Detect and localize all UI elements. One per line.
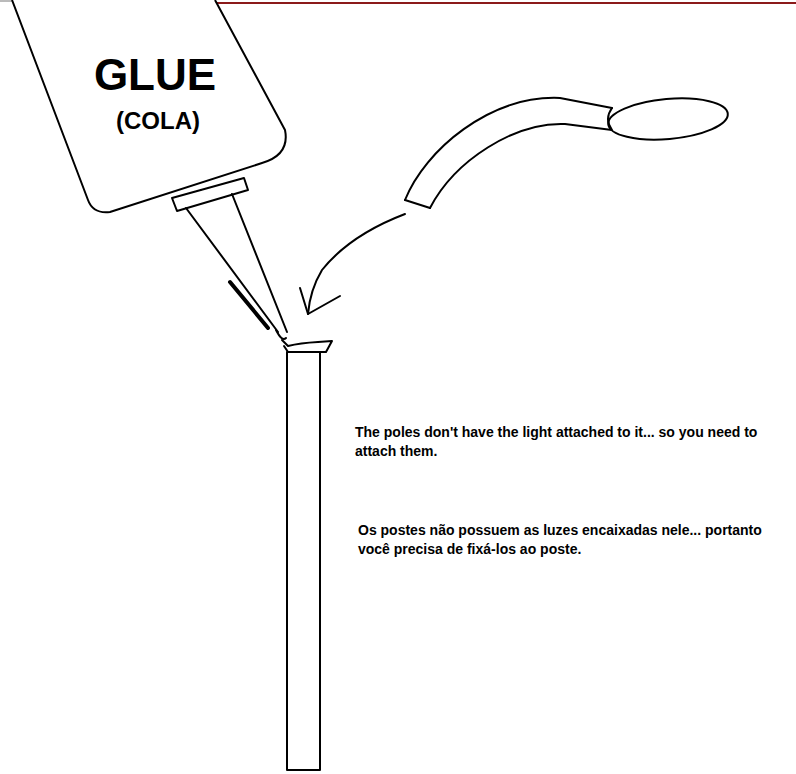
bottle-title: GLUE <box>94 50 216 100</box>
lamp-arm <box>405 200 430 208</box>
lamp-joint <box>608 108 612 130</box>
placement-arrow <box>308 214 405 314</box>
pole <box>287 352 320 770</box>
note-text: The poles don't have the light attached … <box>355 423 790 461</box>
note-text: Os postes não possuem as luzes encaixada… <box>358 521 788 559</box>
lamp-arm <box>430 124 612 208</box>
top-rule <box>205 2 796 4</box>
bottle-subtitle: (COLA) <box>116 107 200 135</box>
lamp-head <box>606 94 729 144</box>
nozzle-tip <box>276 330 286 339</box>
glue-bottle: GLUE (COLA) <box>0 0 292 216</box>
nozzle-shade <box>230 282 268 328</box>
glue-blob <box>282 340 332 352</box>
nozzle <box>186 194 287 332</box>
arrowhead <box>300 288 340 314</box>
bottle-body <box>12 0 286 212</box>
lamp-arm <box>405 98 612 200</box>
